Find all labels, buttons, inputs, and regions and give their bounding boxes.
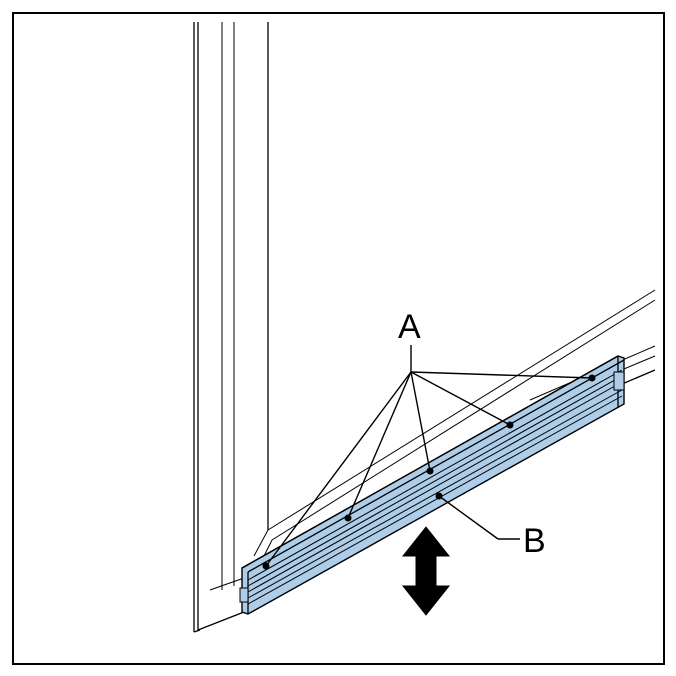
fixing-point xyxy=(426,467,434,475)
figure-border xyxy=(12,12,665,665)
fixing-point xyxy=(344,514,352,522)
plinth-edge xyxy=(193,577,245,633)
fixing-point xyxy=(262,562,270,570)
fixing-point xyxy=(506,421,514,429)
label-b: B xyxy=(523,522,546,560)
cabinet-edges xyxy=(253,289,656,561)
double-headed-vertical-arrow-icon xyxy=(401,526,451,616)
door-frame xyxy=(193,22,269,632)
fixing-points xyxy=(262,374,596,570)
label-b-leader xyxy=(435,492,520,540)
label-a: A xyxy=(398,308,421,346)
plinth-strip xyxy=(239,355,625,615)
fixing-point xyxy=(588,374,596,382)
label-a-leaders xyxy=(265,345,593,567)
